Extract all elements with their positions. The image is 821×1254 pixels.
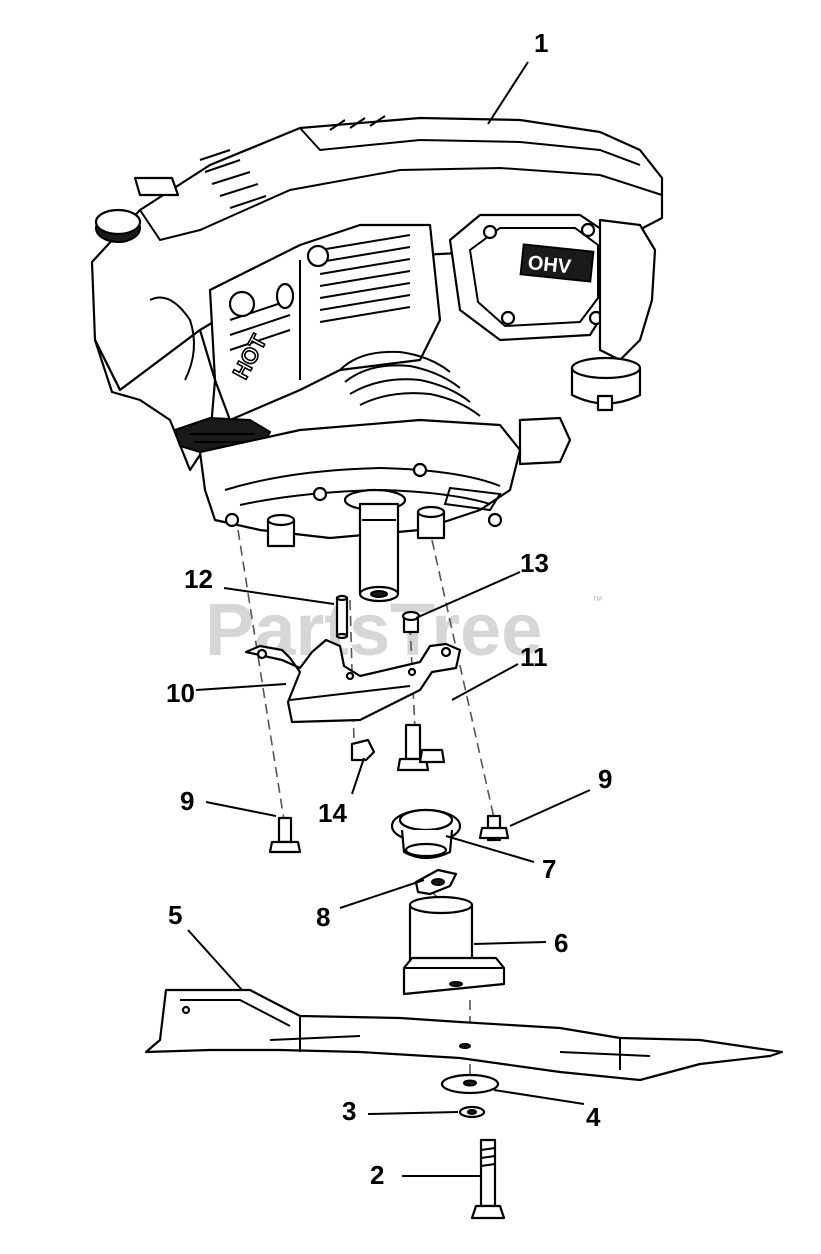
callout-1: 1 [534,28,548,58]
ohv-marking: OHV [527,252,573,278]
oil-fill-cap [94,208,142,243]
dowel-pin[interactable] [335,594,349,640]
callout-3: 3 [342,1096,356,1126]
flange-nut-13[interactable] [401,610,421,634]
callout-11: 11 [520,642,548,672]
callout-6: 6 [554,928,568,958]
watermark-text: PartsTree [205,588,542,671]
callout-5: 5 [168,900,182,930]
guard-bracket[interactable] [244,638,462,724]
lock-washer[interactable] [458,1105,486,1119]
spark-plug-boot [570,356,642,412]
bracket-bolt[interactable] [396,723,446,772]
callout-4: 4 [586,1102,601,1132]
mount-boss-left [266,513,296,548]
callout-8: 8 [316,902,330,932]
hex-nut-14[interactable] [350,738,376,762]
engine-assembly[interactable]: HOT OHV [90,115,664,603]
watermark-trademark: ™ [592,595,603,607]
callout-9-right: 9 [598,764,612,794]
blade-bolt[interactable] [470,1138,506,1220]
bolt-9-left[interactable] [268,816,302,854]
callout-12: 12 [184,564,213,594]
blade-adapter-bushing[interactable] [390,808,462,860]
bolt-9-right[interactable] [478,814,510,842]
valve-cover: OHV [448,213,614,342]
callout-9-left: 9 [180,786,194,816]
crankshaft [343,488,407,603]
callout-14: 14 [318,798,347,828]
callout-10: 10 [166,678,195,708]
blade-washer[interactable] [440,1073,500,1095]
leader-lines [187,61,591,1177]
callout-13: 13 [520,548,549,578]
callout-labels: 1 2 3 4 5 6 7 8 9 9 10 11 12 13 14 [166,28,612,1190]
callout-7: 7 [542,854,556,884]
muffler-heat-shield: HOT [208,223,442,422]
woodruff-key[interactable] [414,868,458,896]
callout-2: 2 [370,1160,384,1190]
blade-adapter[interactable] [402,895,506,996]
mount-boss-right [416,505,446,540]
mower-blade[interactable] [144,988,784,1082]
